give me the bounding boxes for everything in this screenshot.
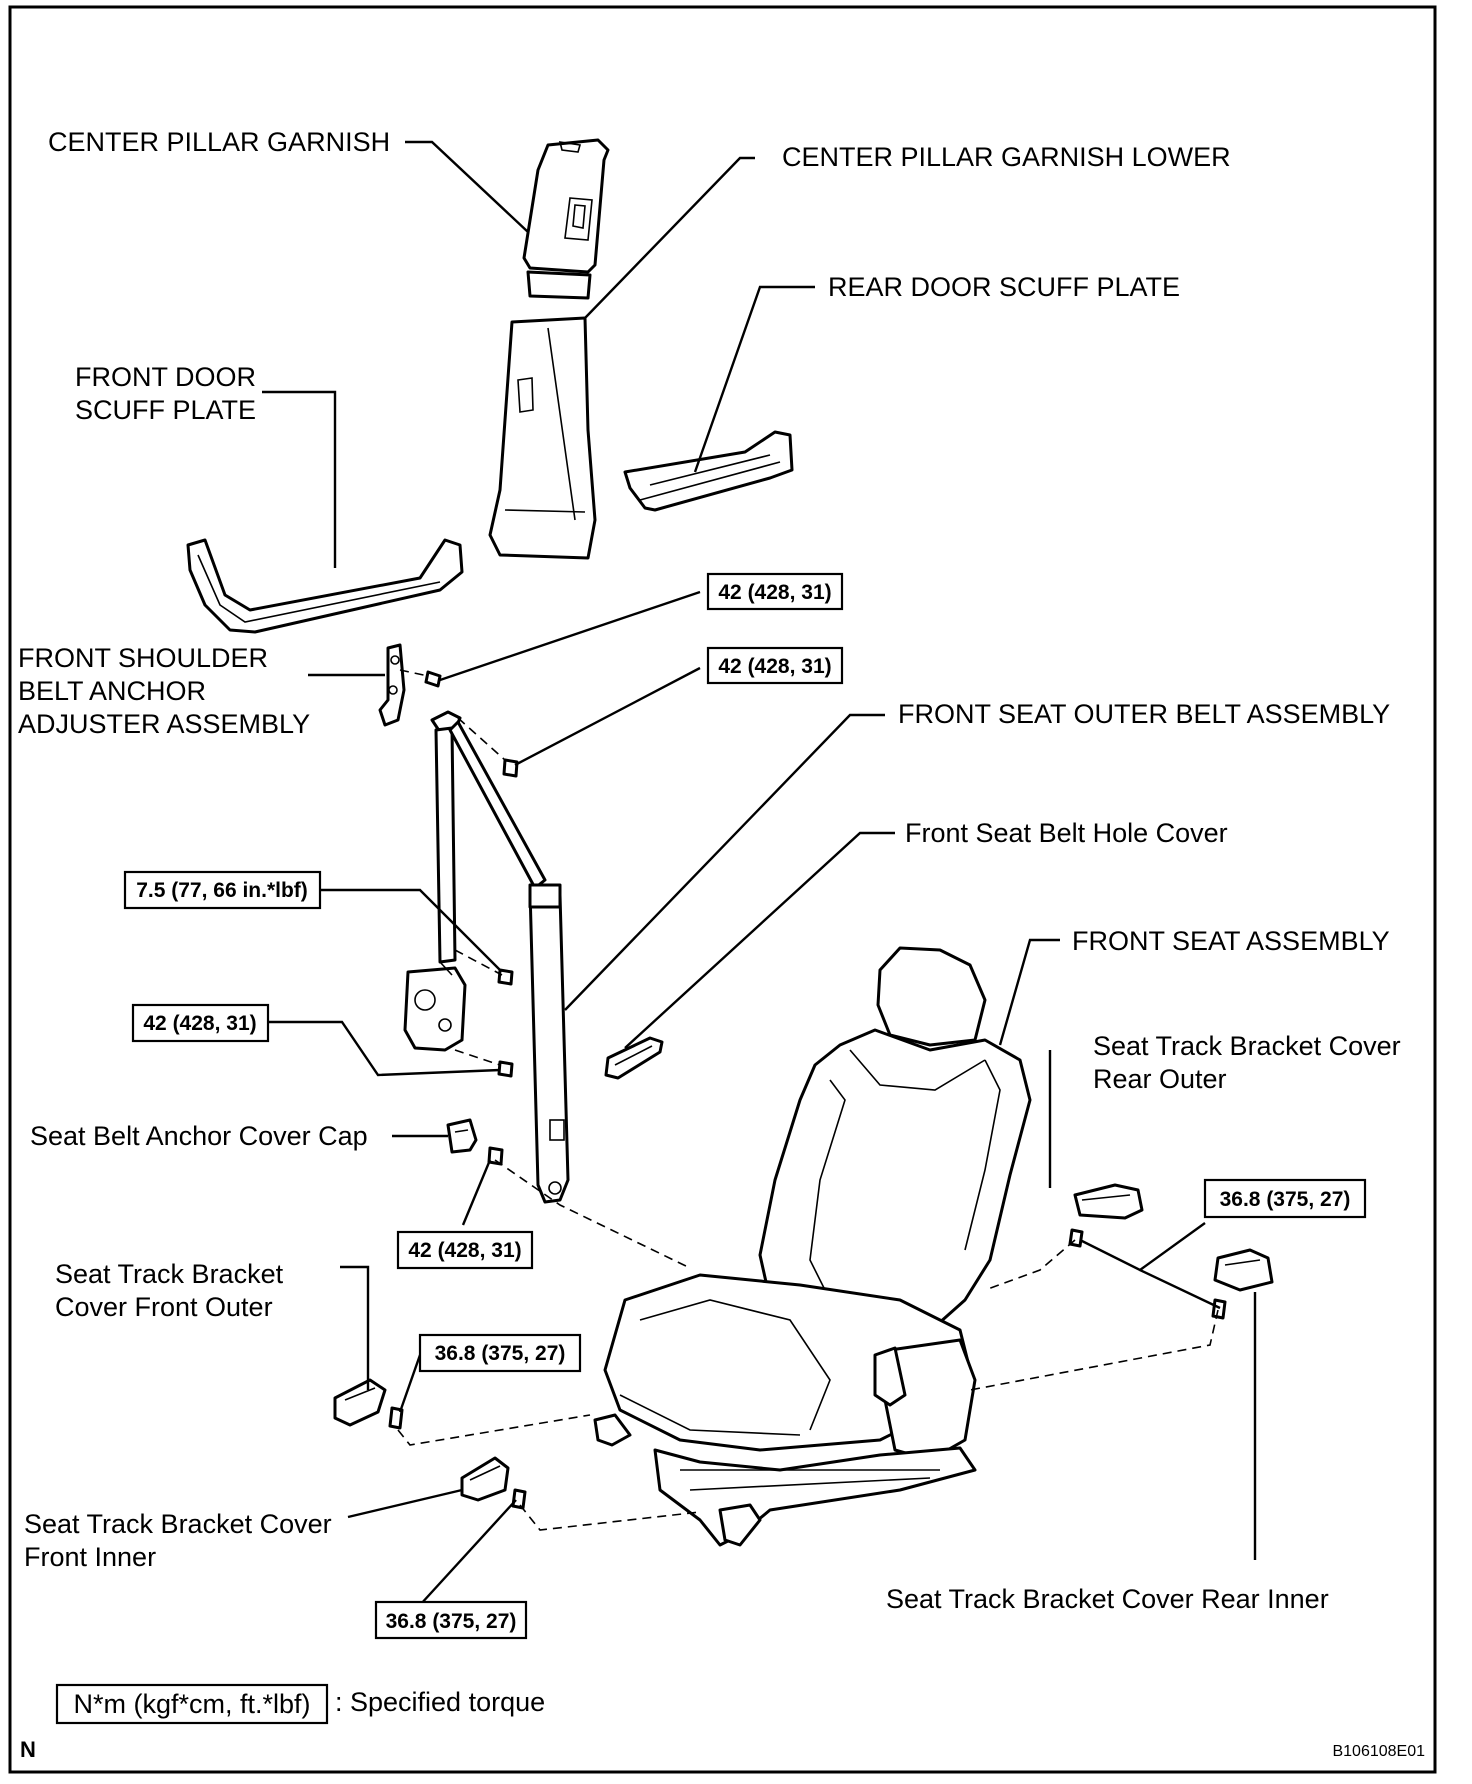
anchor-cover-cap-part (446, 1118, 478, 1154)
legend-description: : Specified torque (335, 1687, 545, 1717)
north-corner-mark: N (20, 1737, 36, 1762)
label-rear-inner-cover: Seat Track Bracket Cover Rear Inner (886, 1584, 1329, 1614)
label-rear-outer-cover-line1: Seat Track Bracket Cover (1093, 1031, 1401, 1061)
rear-outer-cover-part (1073, 1183, 1144, 1220)
label-front-shoulder-anchor-line1: FRONT SHOULDER (18, 643, 268, 673)
front-seat-outer-belt-part (403, 710, 570, 1204)
leader-lines (262, 140, 1257, 1606)
front-shoulder-anchor-adjuster-part (378, 643, 406, 727)
center-pillar-garnish-lower-part (488, 316, 597, 560)
torque-spec-t8: 36.8 (375, 27) (374, 1600, 528, 1640)
torque-value-t6: 36.8 (375, 27) (1220, 1188, 1351, 1211)
front-door-scuff-plate-part (186, 538, 464, 634)
belt-hole-cover-part (604, 1036, 664, 1080)
torque-spec-t2: 42 (428, 31) (706, 646, 844, 685)
label-front-seat-assembly: FRONT SEAT ASSEMBLY (1072, 926, 1390, 956)
torque-value-t2: 42 (428, 31) (718, 655, 831, 678)
rear-inner-cover-part (1213, 1248, 1274, 1292)
label-rear-outer-cover-line2: Rear Outer (1093, 1064, 1227, 1094)
bolt-retractor-lower (497, 1060, 514, 1078)
bolt-floor-anchor (487, 1146, 504, 1166)
torque-spec-t1: 42 (428, 31) (706, 572, 844, 611)
torque-spec-t7: 36.8 (375, 27) (418, 1333, 582, 1373)
figure-code: B106108E01 (1332, 1743, 1425, 1760)
bolt-belt-upper (502, 758, 519, 778)
torque-spec-t5: 42 (428, 31) (396, 1230, 534, 1270)
label-front-shoulder-anchor-line2: BELT ANCHOR (18, 676, 206, 706)
assembly-dashed-lines (397, 669, 1219, 1531)
torque-spec-t6: 36.8 (375, 27) (1203, 1178, 1367, 1219)
label-anchor-cover-cap: Seat Belt Anchor Cover Cap (30, 1121, 368, 1151)
label-front-outer-cover-line1: Seat Track Bracket (55, 1259, 284, 1289)
label-center-pillar-garnish-lower: CENTER PILLAR GARNISH LOWER (782, 142, 1231, 172)
label-front-door-scuff-plate-line1: FRONT DOOR (75, 362, 256, 392)
label-belt-hole-cover: Front Seat Belt Hole Cover (905, 818, 1228, 848)
torque-value-t8: 36.8 (375, 27) (386, 1610, 517, 1633)
label-rear-door-scuff-plate: REAR DOOR SCUFF PLATE (828, 272, 1180, 302)
front-outer-cover-part (333, 1378, 387, 1427)
torque-value-t3: 7.5 (77, 66 in.*lbf) (136, 879, 308, 902)
legend-unit-box-text: N*m (kgf*cm, ft.*lbf) (73, 1689, 310, 1719)
diagram-frame (8, 5, 1437, 1774)
label-front-outer-cover-line2: Cover Front Outer (55, 1292, 273, 1322)
bolt-front-inner (511, 1488, 527, 1510)
torque-spec-t4: 42 (428, 31) (131, 1003, 270, 1043)
torque-value-t4: 42 (428, 31) (143, 1012, 256, 1035)
torque-spec-t3: 7.5 (77, 66 in.*lbf) (123, 870, 322, 910)
front-seat-assembly-part (593, 946, 1032, 1547)
rear-door-scuff-plate-part (623, 430, 794, 512)
torque-value-t5: 42 (428, 31) (408, 1239, 521, 1262)
label-front-seat-outer-belt: FRONT SEAT OUTER BELT ASSEMBLY (898, 699, 1390, 729)
label-front-inner-cover-line2: Front Inner (24, 1542, 156, 1572)
part-labels: CENTER PILLAR GARNISH CENTER PILLAR GARN… (18, 127, 1401, 1614)
label-center-pillar-garnish: CENTER PILLAR GARNISH (48, 127, 390, 157)
bolt-upper-anchor (424, 670, 442, 688)
bolt-rear-inner (1211, 1298, 1227, 1320)
center-pillar-garnish-part (522, 138, 610, 300)
bolt-front-outer (388, 1406, 404, 1430)
label-front-inner-cover-line1: Seat Track Bracket Cover (24, 1509, 332, 1539)
label-front-door-scuff-plate-line2: SCUFF PLATE (75, 395, 256, 425)
torque-legend: N*m (kgf*cm, ft.*lbf) : Specified torque (55, 1683, 545, 1725)
label-front-shoulder-anchor-line3: ADJUSTER ASSEMBLY (18, 709, 310, 739)
bolt-retractor-upper (497, 968, 514, 986)
torque-value-t1: 42 (428, 31) (718, 581, 831, 604)
front-inner-cover-part (460, 1456, 510, 1502)
torque-value-t7: 36.8 (375, 27) (435, 1342, 566, 1365)
